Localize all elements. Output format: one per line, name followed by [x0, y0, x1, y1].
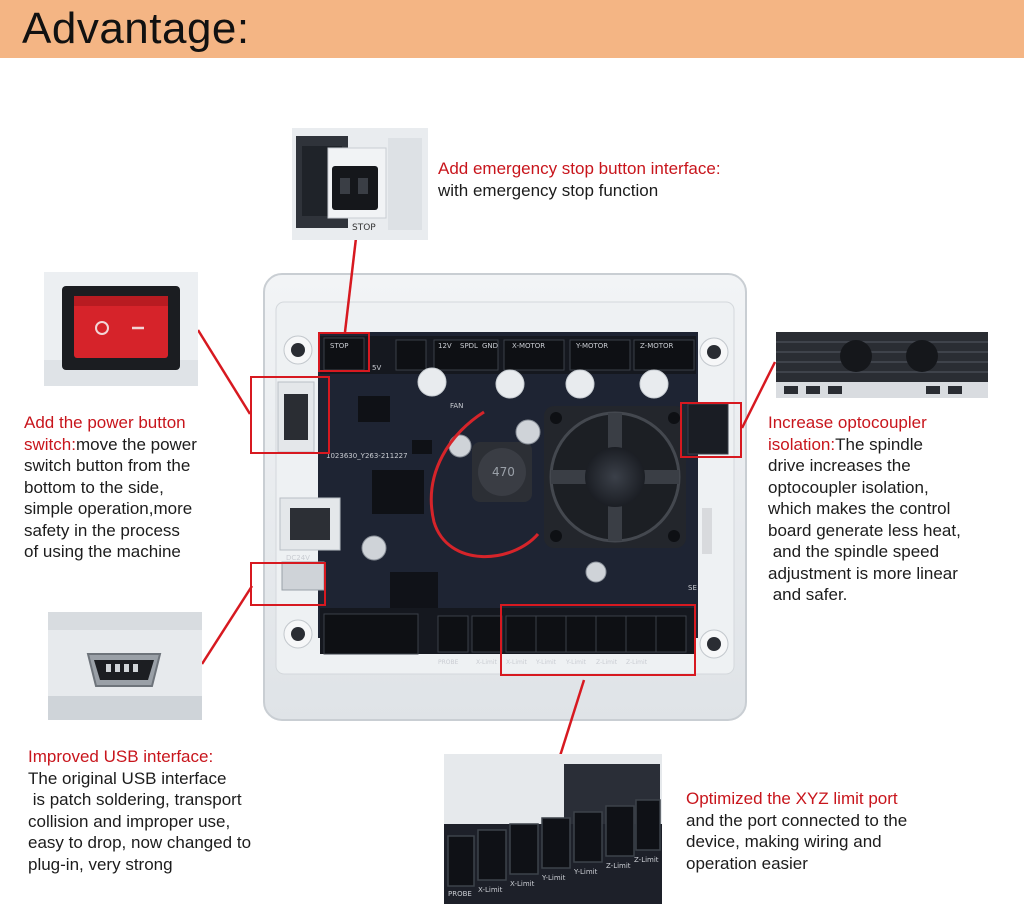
label-5v: 5V [372, 364, 381, 372]
label-spdl: SPDL [460, 342, 478, 350]
inset-label-x-limit-1: X-Limit [478, 886, 503, 894]
page-title: Advantage: [22, 4, 250, 53]
callout-usb-line-4: easy to drop, now changed to [28, 833, 252, 852]
controller-board-photo: STOP 5V 12V SPDL GND X-MOTOR Y-MOTOR Z-M… [263, 273, 747, 721]
estop-connector-photo: STOP [292, 128, 428, 240]
inset-label-probe: PROBE [448, 890, 472, 898]
label-y-limit-1: Y-Limit [535, 659, 557, 666]
limit-ports-photo: PROBE X-Limit X-Limit Y-Limit Y-Limit Z-… [444, 754, 662, 904]
highlight-limit-ports [500, 604, 696, 676]
callout-limit-line-2: device, making wiring and [686, 832, 882, 851]
inset-label-z-limit-2: Z-Limit [634, 856, 659, 864]
label-x-limit-2: X-Limit [506, 659, 527, 666]
callout-power-line-5: of using the machine [24, 542, 181, 561]
label-dc24v: DC24V [286, 554, 310, 562]
callout-opto-line-5: and the spindle speed [768, 542, 940, 561]
callout-usb-heading: Improved USB interface: [28, 747, 214, 766]
callout-opto-line-6: adjustment is more linear [768, 563, 958, 583]
label-part-number: 1023630_Y263-211227 [326, 452, 408, 460]
callout-opto-line-1: drive increases the [768, 456, 911, 475]
label-y-motor: Y-MOTOR [575, 342, 608, 350]
header-banner [0, 0, 1024, 58]
label-se: SE [688, 584, 697, 592]
callout-power-heading-2: switch: [24, 434, 76, 454]
inductor-label: 470 [492, 465, 515, 479]
label-fan: FAN [450, 402, 463, 410]
callout-power-line-3: simple operation,more [24, 499, 193, 518]
callout-opto-line-4: board generate less heat, [768, 520, 961, 540]
callout-usb-line-5: plug-in, very strong [28, 854, 173, 874]
callout-power-line-1: switch button from the [24, 456, 191, 475]
label-z-motor: Z-MOTOR [640, 342, 674, 350]
off-icon [95, 321, 109, 335]
inset-label-y-limit-1: Y-Limit [541, 874, 566, 882]
callout-estop: Add emergency stop button interface: wit… [438, 158, 838, 201]
callout-power: Add the power button switch:move the pow… [24, 412, 254, 563]
callout-usb-line-1: The original USB interface [28, 768, 227, 788]
callout-usb: Improved USB interface: The original USB… [28, 746, 328, 875]
highlight-usb-port [250, 562, 326, 606]
label-y-limit-2: Y-Limit [565, 659, 587, 666]
label-x-limit-1: X-Limit [476, 659, 497, 666]
callout-usb-line-3: collision and improper use, [28, 811, 231, 831]
label-x-motor: X-MOTOR [512, 342, 545, 350]
label-12v: 12V [438, 342, 452, 350]
callout-opto-line-3: which makes the control [768, 499, 951, 518]
callout-estop-heading: Add emergency stop button interface: [438, 159, 721, 178]
callout-opto-line-2: optocoupler isolation, [768, 477, 929, 497]
callout-limit-line-1: and the port connected to the [686, 810, 908, 830]
power-switch-photo [44, 272, 198, 386]
label-gnd: GND [482, 342, 498, 350]
callout-optocoupler: Increase optocoupler isolation:The spind… [768, 412, 1022, 606]
usb-port-photo [48, 612, 202, 720]
callout-power-first-line: move the power [75, 434, 197, 454]
label-z-limit-2: Z-Limit [626, 659, 648, 666]
label-z-limit-1: Z-Limit [596, 659, 618, 666]
cooling-fan-icon [544, 406, 686, 548]
callout-opto-heading: Increase optocoupler [768, 413, 927, 432]
estop-inset-label: STOP [352, 223, 376, 233]
screw-icon [283, 335, 729, 659]
inset-label-z-limit-1: Z-Limit [606, 862, 631, 870]
inset-label-x-limit-2: X-Limit [510, 880, 535, 888]
callout-opto-line-7: and safer. [768, 585, 848, 604]
highlight-estop-port [318, 332, 370, 372]
callout-limit-line-3: operation easier [686, 853, 808, 873]
highlight-optocoupler [680, 402, 742, 458]
callout-limit: Optimized the XYZ limit port and the por… [686, 788, 986, 874]
optocoupler-photo [776, 332, 988, 398]
callout-opto-first-line: The spindle [835, 434, 923, 454]
label-probe: PROBE [438, 659, 459, 666]
highlight-power-switch [250, 376, 330, 454]
callout-limit-heading: Optimized the XYZ limit port [686, 789, 898, 808]
callout-power-line-2: bottom to the side, [24, 477, 164, 497]
callout-estop-line-1: with emergency stop function [438, 180, 659, 200]
label-stop: STOP [330, 342, 348, 350]
inset-label-y-limit-2: Y-Limit [573, 868, 598, 876]
callout-opto-heading-2: isolation: [768, 434, 836, 454]
callout-power-heading: Add the power button [24, 413, 186, 432]
callout-usb-line-2: is patch soldering, transport [28, 790, 242, 809]
callout-power-line-4: safety in the process [24, 520, 180, 540]
